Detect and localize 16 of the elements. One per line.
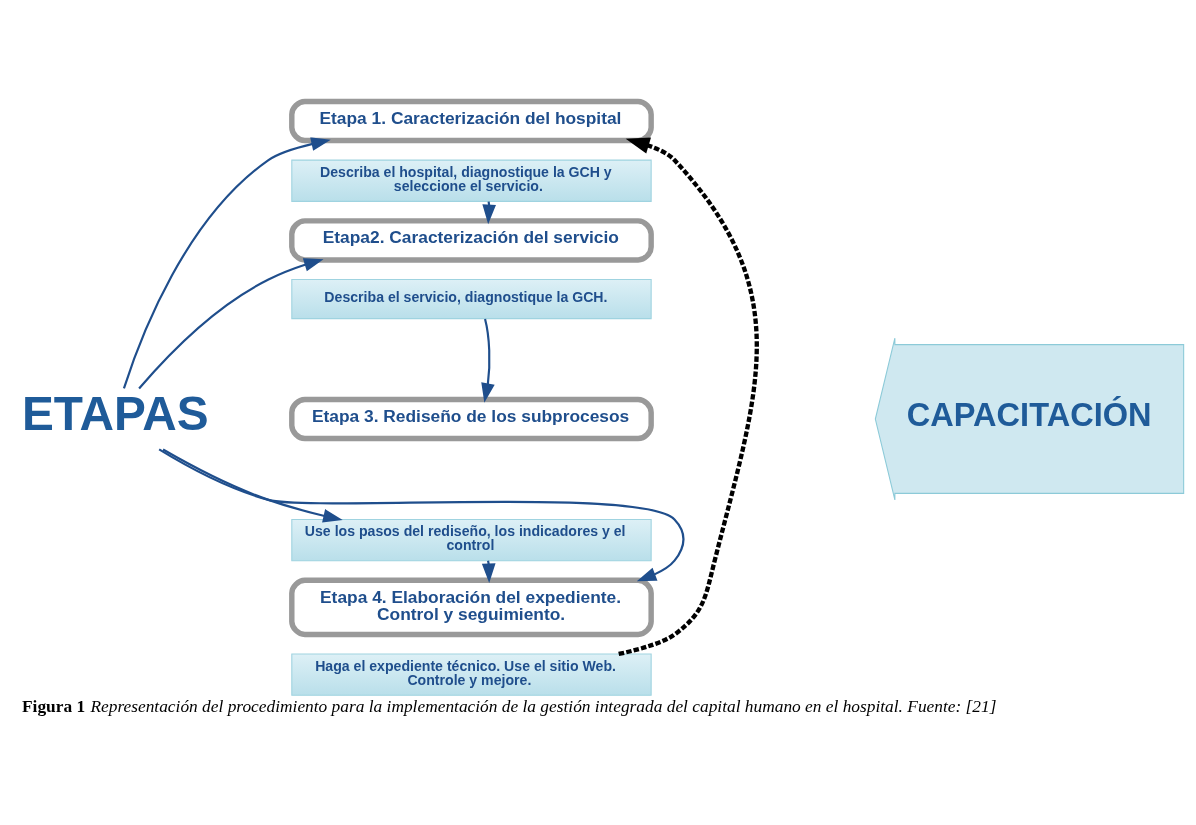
node-box: Describa el hospital, diagnostique la GCH y seleccione el servicio. <box>290 159 652 202</box>
arrow <box>122 137 331 389</box>
node-box: Etapa 3. Rediseño de los subprocesos <box>288 396 654 442</box>
node-box: Etapa 1. Caracterización del hospital <box>288 98 654 144</box>
node-box: Etapa2. Caracterización del servicio <box>288 218 654 263</box>
node-box: Etapa 4. Elaboración del expediente. Control y seguimiento. <box>288 577 654 638</box>
arrow <box>162 448 343 523</box>
arrow <box>137 258 324 390</box>
node-box: Haga el expediente técnico. Use el sitio Web. Controle y mejore. <box>290 653 652 696</box>
node-box: Describa el servicio, diagnostique la GCH. <box>290 278 652 320</box>
node-text: ETAPAS <box>21 387 209 441</box>
node-box: Use los pasos del rediseño, los indicadores y el control <box>290 518 652 562</box>
arrow <box>617 137 759 657</box>
caption: Figura 1 Representación del procedimiento para la implementación de la gestión integrada del capital humano en el hospital. Fuente: [21] <box>21 697 996 717</box>
arrow <box>158 448 684 582</box>
arrow <box>480 318 495 403</box>
